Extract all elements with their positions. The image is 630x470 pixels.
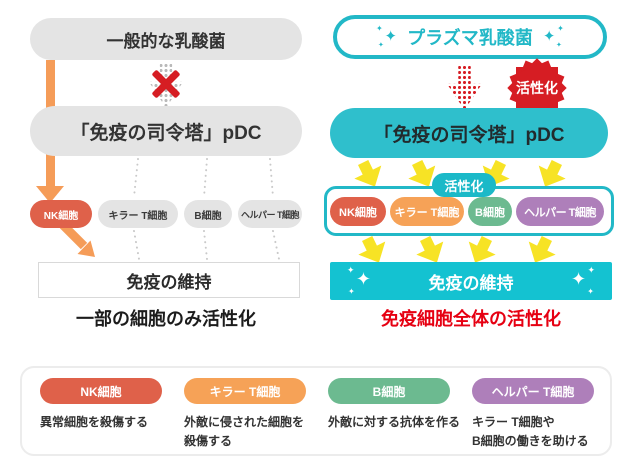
activation-burst: 活性化 — [507, 58, 567, 118]
right-caption: 免疫細胞全体の活性化 — [381, 309, 561, 329]
orange-diagonal-arrow — [59, 221, 95, 257]
right-cell-nk: NK細胞 — [330, 197, 386, 226]
right-cell-killer-t: キラー T細胞 — [390, 197, 464, 226]
x-mark-icon — [146, 64, 186, 104]
left-cell-b: B細胞 — [184, 200, 232, 228]
sparkle-icon: ✦✦✦ — [376, 24, 398, 49]
orange-down-arrow-head — [36, 186, 64, 203]
right-source-label: プラズマ乳酸菌 — [407, 28, 533, 48]
left-pdc-box: 「免疫の司令塔」pDC — [30, 106, 302, 156]
legend-desc-b: 外敵に対する抗体を作る — [328, 415, 461, 429]
left-cell-killer-t: キラー T細胞 — [98, 200, 178, 228]
legend-item-nk: NK細胞 異常細胞を殺傷する — [40, 378, 176, 432]
legend-box: NK細胞 異常細胞を殺傷する キラー T細胞 外敵に侵された細胞を 殺傷する B… — [20, 366, 612, 456]
right-result-bar: ✦✦✦ 免疫の維持 ✦✦✦ — [330, 262, 612, 300]
right-cell-helper-t: ヘルパー T細胞 — [516, 197, 604, 226]
left-cell-helper-t: ヘルパー T細胞 — [238, 200, 302, 228]
left-result-box: 免疫の維持 — [38, 262, 300, 298]
right-cell-b: B細胞 — [468, 197, 512, 226]
left-pdc-label: 「免疫の司令塔」pDC — [70, 122, 262, 144]
right-pdc-box: 「免疫の司令塔」pDC — [330, 108, 608, 158]
legend-pill-b: B細胞 — [328, 378, 450, 404]
sparkle-icon: ✦✦✦ — [571, 265, 595, 296]
left-source-pill: 一般的な乳酸菌 — [30, 18, 302, 60]
left-caption: 一部の細胞のみ活性化 — [76, 309, 256, 329]
legend-pill-helper-t: ヘルパー T細胞 — [472, 378, 594, 404]
right-result-label: 免疫の維持 — [428, 273, 514, 293]
activation-tag: 活性化 — [432, 173, 496, 197]
legend-item-helper-t: ヘルパー T細胞 キラー T細胞や B細胞の働きを助ける — [472, 378, 608, 450]
left-source-label: 一般的な乳酸菌 — [106, 31, 226, 51]
legend-pill-killer-t: キラー T細胞 — [184, 378, 306, 404]
sparkle-icon: ✦✦✦ — [347, 265, 371, 296]
left-cell-nk: NK細胞 — [30, 200, 92, 228]
legend-item-b: B細胞 外敵に対する抗体を作る — [328, 378, 468, 432]
sparkle-icon: ✦✦✦ — [542, 24, 564, 50]
right-pdc-label: 「免疫の司令塔」pDC — [373, 124, 565, 146]
right-source-pill: ✦✦✦ プラズマ乳酸菌 ✦✦✦ — [333, 15, 607, 59]
activation-burst-label: 活性化 — [516, 80, 558, 96]
legend-desc-nk: 異常細胞を殺傷する — [40, 415, 149, 429]
legend-desc-helper-t: キラー T細胞や B細胞の働きを助ける — [472, 415, 589, 448]
left-result-label: 免疫の維持 — [126, 272, 212, 292]
legend-item-killer-t: キラー T細胞 外敵に侵された細胞を 殺傷する — [184, 378, 320, 450]
legend-desc-killer-t: 外敵に侵された細胞を 殺傷する — [184, 415, 305, 448]
legend-pill-nk: NK細胞 — [40, 378, 162, 404]
